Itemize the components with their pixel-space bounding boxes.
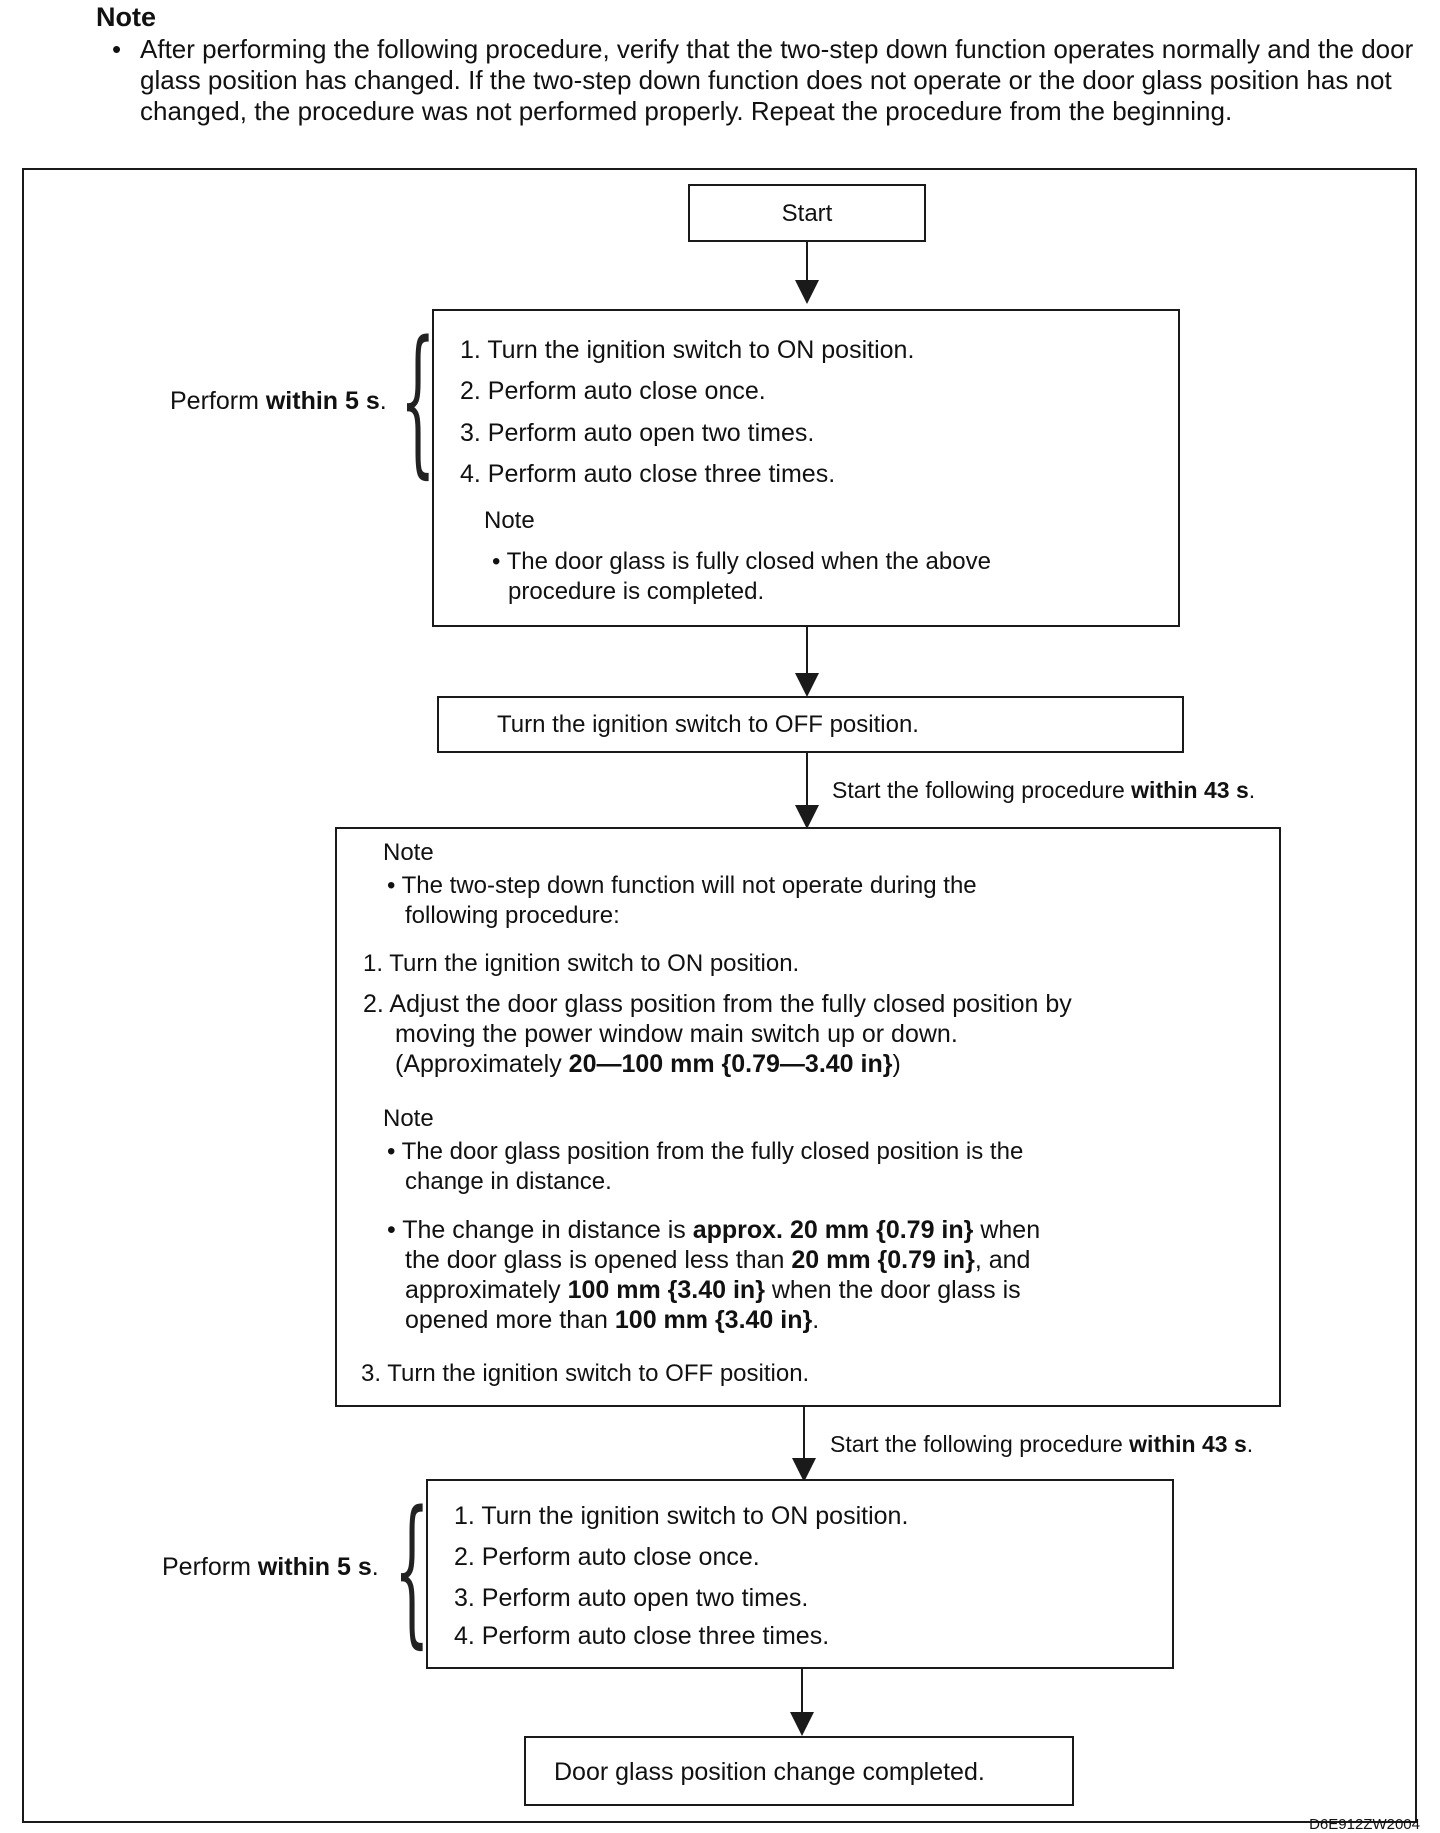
block3-step-3: 3. Perform auto open two times. (454, 1584, 809, 1612)
arrow-down-icon (795, 805, 819, 829)
block2-note2-label: Note (383, 1105, 434, 1132)
block2-note2-bullet1-line1: • The door glass position from the fully… (387, 1138, 1024, 1165)
block2-note1-line1: • The two-step down function will not op… (387, 872, 977, 899)
top-note-text: After performing the following procedure… (140, 34, 1414, 126)
arrow-down-icon (790, 1712, 814, 1736)
connector-line (803, 1407, 805, 1461)
arrow-down-icon (795, 280, 819, 304)
timing-label-1: Start the following procedure within 43 … (832, 777, 1256, 803)
arrow-down-icon (795, 673, 819, 697)
connector-line (801, 1669, 803, 1719)
block2-note1-line2: following procedure: (405, 902, 620, 929)
flowchart-frame (22, 168, 1417, 1823)
connector-line (806, 627, 808, 675)
block2-step-2-line3: (Approximately 20—100 mm {0.79—3.40 in}) (395, 1050, 901, 1078)
block2-note2-bullet2-line3: approximately 100 mm {3.40 in} when the … (405, 1276, 1021, 1304)
block2-note2-bullet2-line4: opened more than 100 mm {3.40 in}. (405, 1306, 820, 1334)
block1-side-label: Perform within 5 s. (170, 387, 387, 415)
block2-box: Note • The two-step down function will n… (335, 827, 1281, 1407)
block2-step-2-line2: moving the power window main switch up o… (395, 1020, 958, 1048)
start-label: Start (781, 200, 833, 227)
end-box: Door glass position change completed. (524, 1736, 1074, 1806)
block3-step-1: 1. Turn the ignition switch to ON positi… (454, 1502, 909, 1530)
block3-step-2: 2. Perform auto close once. (454, 1543, 760, 1571)
block2-note1-label: Note (383, 839, 434, 866)
block2-note2-bullet1-line2: change in distance. (405, 1168, 612, 1195)
block3-box: 1. Turn the ignition switch to ON positi… (426, 1479, 1174, 1669)
connector-line (806, 242, 808, 282)
figure-code: D6E912ZW2004 (1309, 1816, 1420, 1833)
block2-step-3: 3. Turn the ignition switch to OFF posit… (361, 1360, 810, 1387)
block1-step-2: 2. Perform auto close once. (460, 377, 766, 405)
arrow-down-icon (792, 1458, 816, 1482)
timing-label-2: Start the following procedure within 43 … (830, 1431, 1254, 1457)
block1-note-line1: • The door glass is fully closed when th… (492, 548, 991, 575)
block1-note-label: Note (484, 507, 535, 534)
top-note-bullet: • (112, 34, 122, 64)
off-box-label: Turn the ignition switch to OFF position… (497, 711, 919, 738)
start-box: Start (688, 184, 926, 242)
block2-step-1: 1. Turn the ignition switch to ON positi… (363, 950, 800, 977)
block1-step-4: 4. Perform auto close three times. (460, 460, 836, 488)
block2-note2-bullet2-line1: • The change in distance is approx. 20 m… (387, 1216, 1041, 1244)
block3-brace: { (394, 1476, 430, 1663)
connector-line (806, 753, 808, 807)
block1-step-1: 1. Turn the ignition switch to ON positi… (460, 336, 915, 364)
block2-step-2-line1: 2. Adjust the door glass position from t… (363, 990, 1072, 1018)
block1-step-3: 3. Perform auto open two times. (460, 419, 815, 447)
block1-brace: { (400, 306, 436, 493)
block3-side-label: Perform within 5 s. (162, 1553, 379, 1581)
end-label: Door glass position change completed. (554, 1758, 985, 1786)
block3-step-4: 4. Perform auto close three times. (454, 1622, 830, 1650)
off-box: Turn the ignition switch to OFF position… (437, 696, 1184, 753)
block2-note2-bullet2-line2: the door glass is opened less than 20 mm… (405, 1246, 1031, 1274)
block1-box: 1. Turn the ignition switch to ON positi… (432, 309, 1180, 627)
block1-note-line2: procedure is completed. (508, 578, 765, 605)
top-note-title: Note (96, 2, 156, 32)
